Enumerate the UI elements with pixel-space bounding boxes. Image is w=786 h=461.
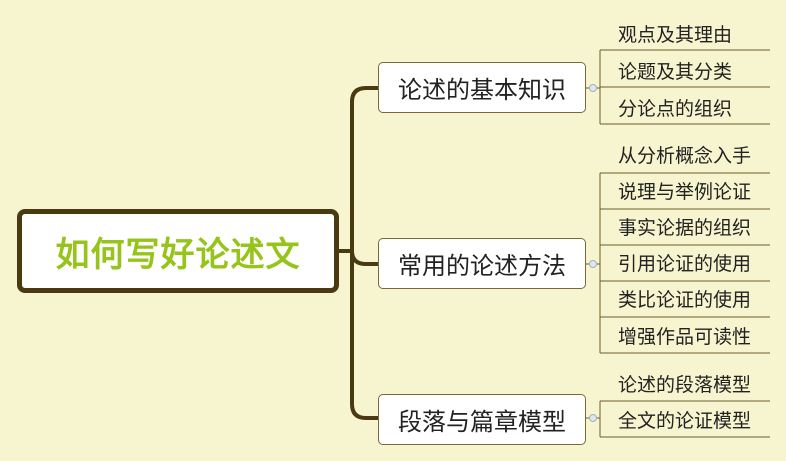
collapse-toggle-basics[interactable] — [589, 84, 597, 92]
trunk-connector-mid — [350, 250, 378, 266]
leaf-topic[interactable]: 观点及其理由 — [618, 23, 733, 46]
branch-topic-methods[interactable]: 常用的论述方法 — [378, 238, 586, 289]
leaf-topic[interactable]: 说理与举例论证 — [618, 180, 752, 203]
leaf-topic[interactable]: 事实论据的组织 — [618, 216, 752, 239]
root-topic[interactable]: 如何写好论述文 — [17, 209, 339, 293]
leaf-topic[interactable]: 全文的论证模型 — [618, 409, 752, 432]
collapse-toggle-models[interactable] — [589, 414, 597, 422]
leaf-topic[interactable]: 从分析概念入手 — [618, 144, 752, 167]
leaf-topic[interactable]: 论题及其分类 — [618, 60, 733, 83]
leaf-topic[interactable]: 类比论证的使用 — [618, 288, 752, 311]
branch-topic-basics[interactable]: 论述的基本知识 — [378, 62, 586, 113]
leaf-topic[interactable]: 增强作品可读性 — [618, 325, 752, 348]
leaf-topic[interactable]: 分论点的组织 — [618, 97, 733, 120]
trunk-connector-bottom — [350, 251, 378, 420]
trunk-connector — [339, 86, 378, 253]
leaf-topic[interactable]: 论述的段落模型 — [618, 373, 752, 396]
collapse-toggle-methods[interactable] — [589, 260, 597, 268]
leaf-topic[interactable]: 引用论证的使用 — [618, 252, 752, 275]
branch-topic-models[interactable]: 段落与篇章模型 — [378, 394, 586, 445]
